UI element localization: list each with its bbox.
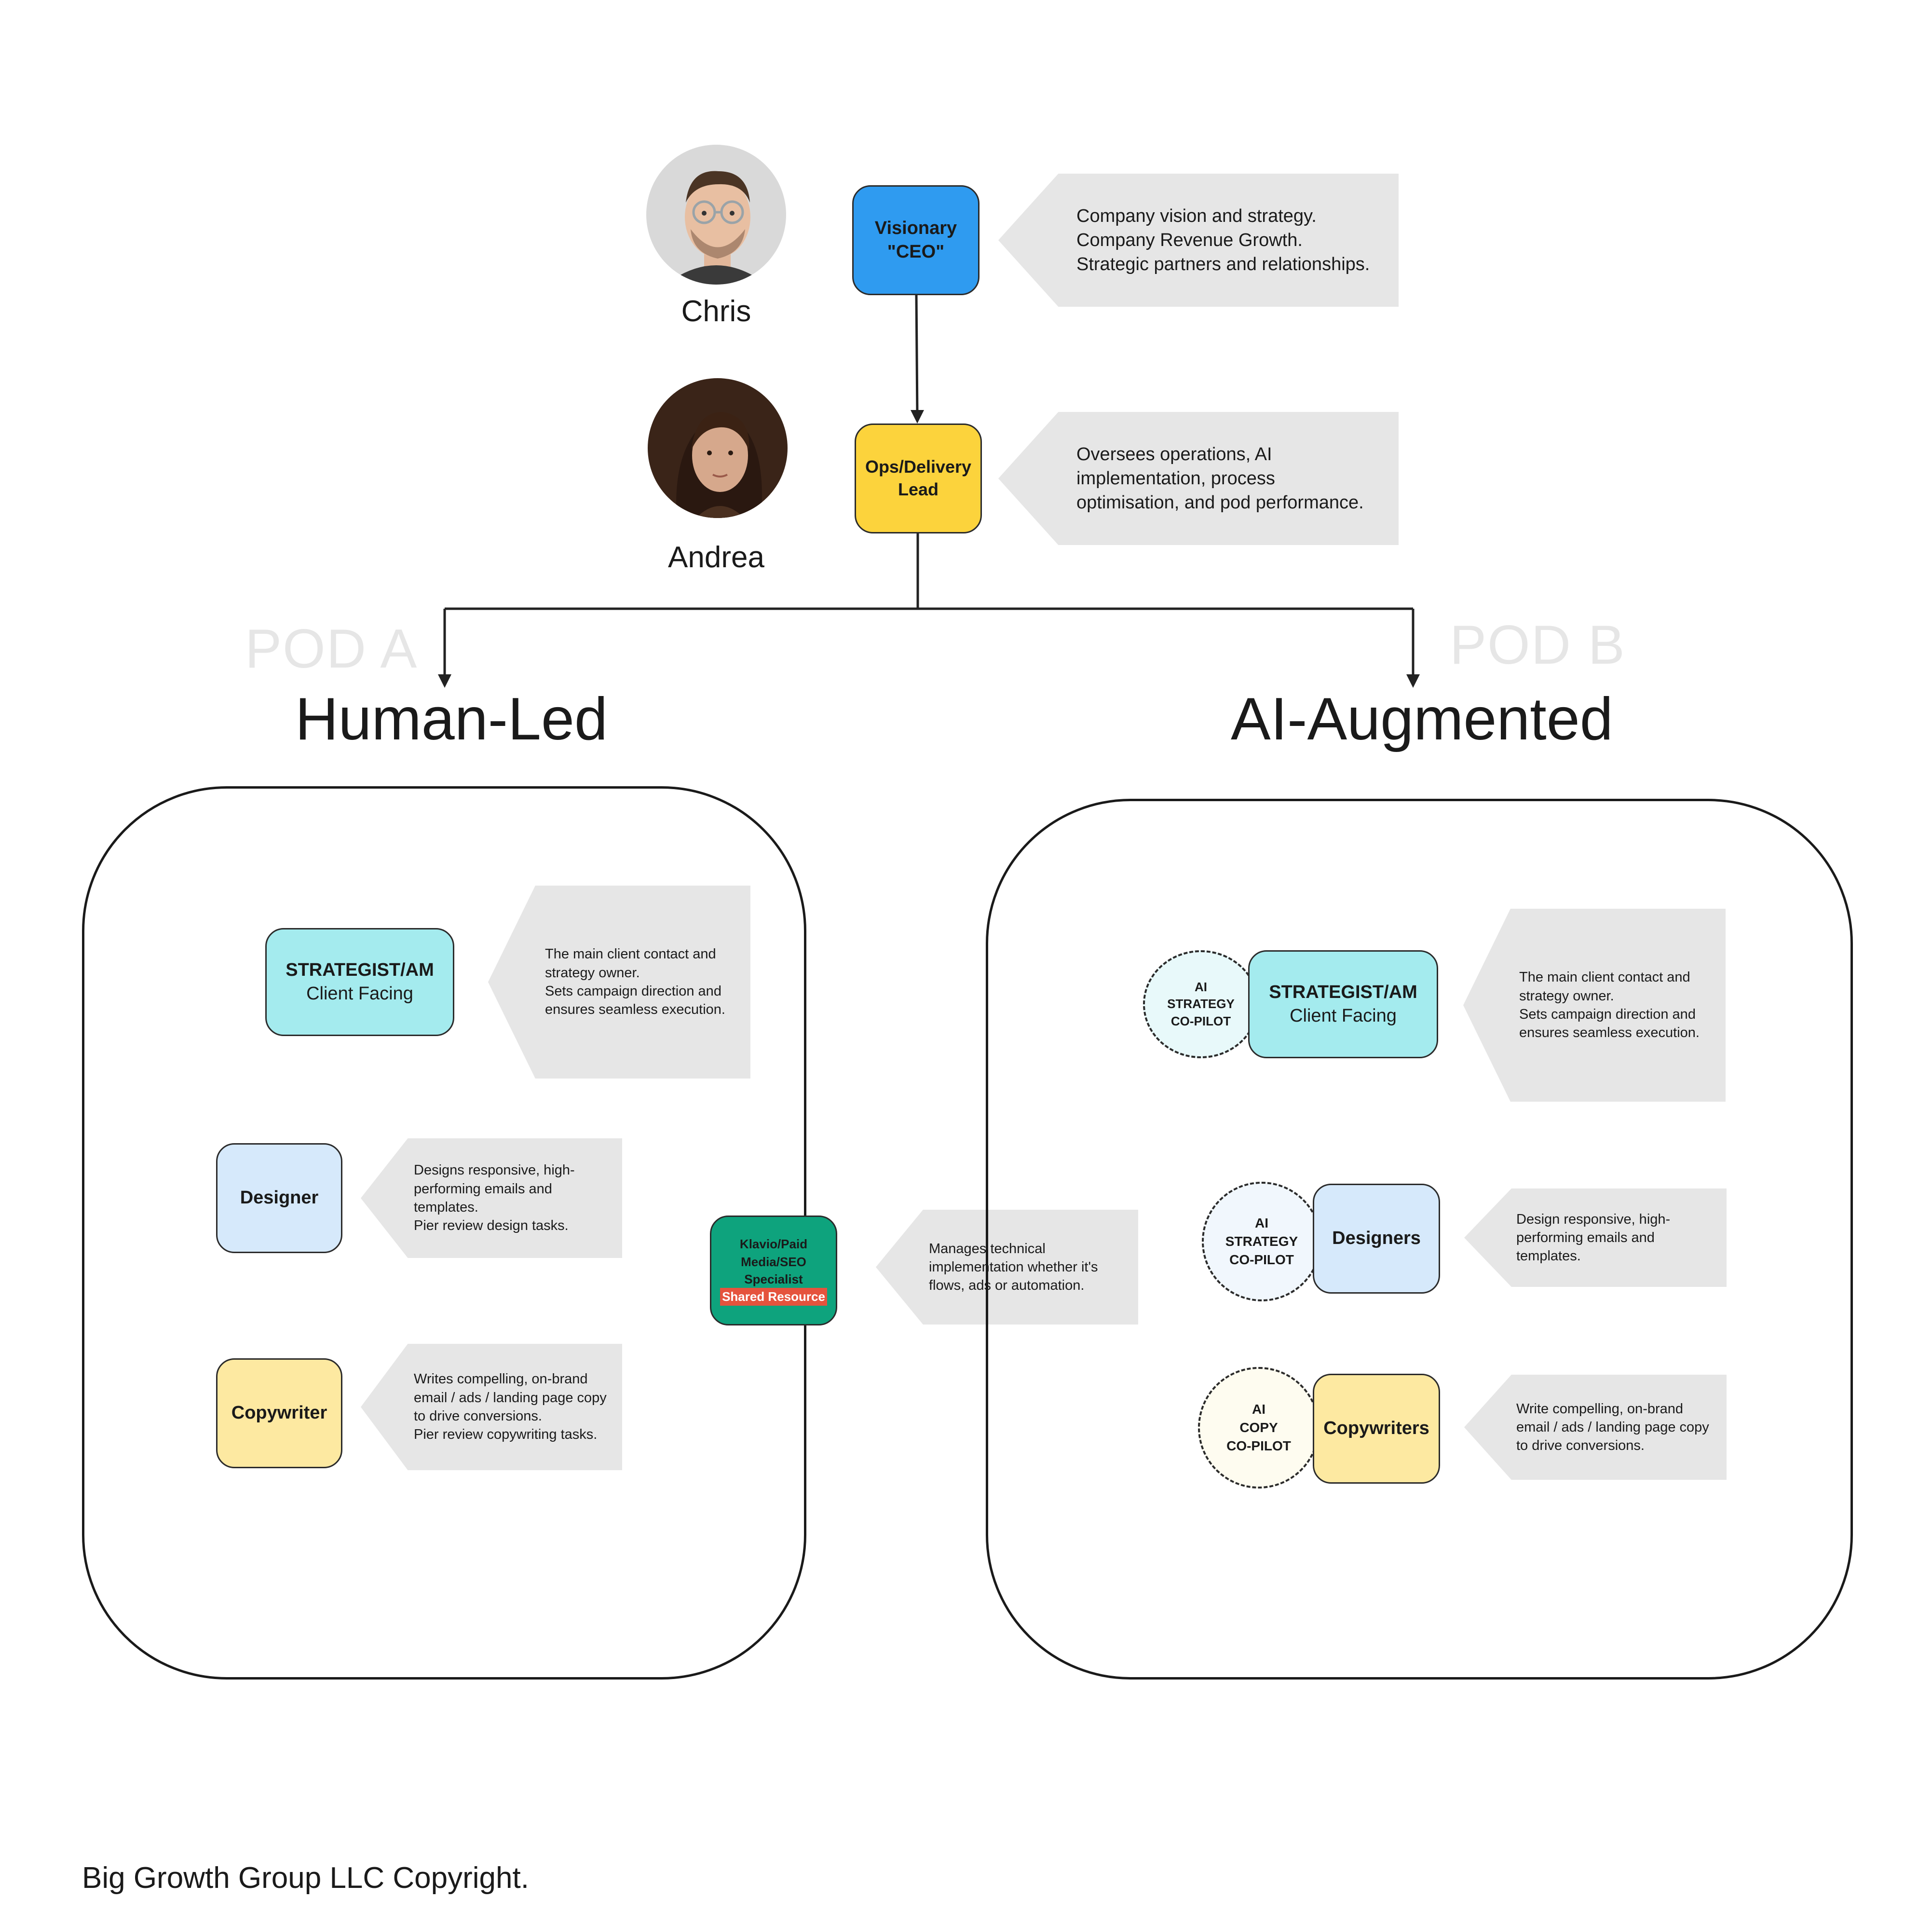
shared-specialist-line3: Specialist bbox=[744, 1272, 803, 1286]
shared-specialist-description: Manages technical implementation whether… bbox=[876, 1210, 1138, 1325]
ops-lead-subtitle: Lead bbox=[898, 479, 939, 499]
pod-b-container bbox=[986, 799, 1853, 1680]
pod-a-designer-title: Designer bbox=[240, 1188, 319, 1208]
shared-resource-badge: Shared Resource bbox=[720, 1288, 827, 1306]
pod-b-title: AI-Augmented bbox=[1231, 686, 1613, 752]
pod-b-strategist-subtitle: Client Facing bbox=[1290, 1006, 1397, 1026]
pod-b-designers-description: Design responsive, high- performing emai… bbox=[1464, 1188, 1727, 1287]
pod-b-strategist-description-text: The main client contact and strategy own… bbox=[1519, 970, 1700, 1041]
pod-a-designer-description-text: Designs responsive, high- performing ema… bbox=[414, 1162, 575, 1234]
ops-lead-description-text: Oversees operations, AI implementation, … bbox=[1076, 444, 1364, 513]
pod-a-copywriter-description: Writes compelling, on-brand email / ads … bbox=[361, 1344, 622, 1470]
andrea-avatar bbox=[648, 378, 788, 518]
pod-a-designer-description: Designs responsive, high- performing ema… bbox=[361, 1138, 622, 1258]
ceo-to-ops-connector bbox=[911, 294, 924, 423]
pod-b-strategist-description: The main client contact and strategy own… bbox=[1463, 909, 1726, 1102]
pod-a-copywriter-title: Copywriter bbox=[231, 1403, 327, 1423]
pod-b-designers-title: Designers bbox=[1332, 1228, 1421, 1249]
shared-specialist-line1: Klavio/Paid bbox=[739, 1237, 808, 1252]
pod-b-label: POD B bbox=[1450, 615, 1626, 676]
pod-a-strategist-description-text: The main client contact and strategy own… bbox=[545, 946, 725, 1018]
pod-b-copywriters-description-text: Write compelling, on-brand email / ads /… bbox=[1516, 1401, 1709, 1454]
shared-specialist-node[interactable]: Klavio/Paid Media/SEO Specialist Shared … bbox=[710, 1216, 837, 1325]
ceo-subtitle: "CEO" bbox=[887, 242, 945, 262]
pod-a-strategist-node[interactable]: STRATEGIST/AM Client Facing bbox=[265, 928, 454, 1036]
ceo-node[interactable]: Visionary "CEO" bbox=[852, 185, 980, 295]
pod-b-designers-node[interactable]: Designers bbox=[1313, 1184, 1440, 1294]
pod-a-strategist-subtitle: Client Facing bbox=[306, 983, 413, 1004]
shared-specialist-line2: Media/SEO bbox=[741, 1254, 806, 1269]
ops-lead-description: Oversees operations, AI implementation, … bbox=[998, 412, 1399, 545]
ceo-title: Visionary bbox=[874, 218, 957, 238]
pod-a-designer-node[interactable]: Designer bbox=[216, 1143, 342, 1253]
ops-to-pods-connector bbox=[438, 533, 1420, 688]
chris-avatar bbox=[646, 145, 786, 285]
ops-lead-title: Ops/Delivery bbox=[865, 457, 972, 477]
pod-b-copywriters-node[interactable]: Copywriters bbox=[1313, 1374, 1440, 1484]
pod-b-strategist-title: STRATEGIST/AM bbox=[1269, 982, 1417, 1002]
shared-specialist-description-text: Manages technical implementation whether… bbox=[929, 1241, 1098, 1294]
pod-b-strategist-node[interactable]: STRATEGIST/AM Client Facing bbox=[1248, 950, 1438, 1058]
ceo-description-text: Company vision and strategy. Company Rev… bbox=[1076, 205, 1370, 275]
pod-a-label: POD A bbox=[245, 618, 418, 680]
pod-b-designers-description-text: Design responsive, high- performing emai… bbox=[1516, 1211, 1671, 1264]
andrea-name: Andrea bbox=[668, 541, 764, 574]
pod-b-copy-copilot[interactable]: AI COPY CO-PILOT bbox=[1198, 1367, 1320, 1489]
pod-a-strategist-description: The main client contact and strategy own… bbox=[488, 886, 750, 1079]
pod-a-title: Human-Led bbox=[295, 686, 608, 752]
pod-b-design-copilot[interactable]: AI STRATEGY CO-PILOT bbox=[1202, 1182, 1321, 1301]
pod-a-copywriter-node[interactable]: Copywriter bbox=[216, 1358, 342, 1468]
ops-lead-node[interactable]: Ops/Delivery Lead bbox=[855, 423, 982, 533]
copyright-footer: Big Growth Group LLC Copyright. bbox=[82, 1861, 529, 1895]
ceo-description: Company vision and strategy. Company Rev… bbox=[998, 174, 1399, 307]
pod-b-copywriters-description: Write compelling, on-brand email / ads /… bbox=[1464, 1375, 1727, 1480]
pod-a-strategist-title: STRATEGIST/AM bbox=[286, 959, 434, 980]
pod-b-copywriters-title: Copywriters bbox=[1323, 1418, 1429, 1439]
pod-b-strategy-copilot[interactable]: AI STRATEGY CO-PILOT bbox=[1143, 950, 1259, 1058]
chris-name: Chris bbox=[681, 295, 751, 328]
pod-a-copywriter-description-text: Writes compelling, on-brand email / ads … bbox=[414, 1371, 607, 1443]
